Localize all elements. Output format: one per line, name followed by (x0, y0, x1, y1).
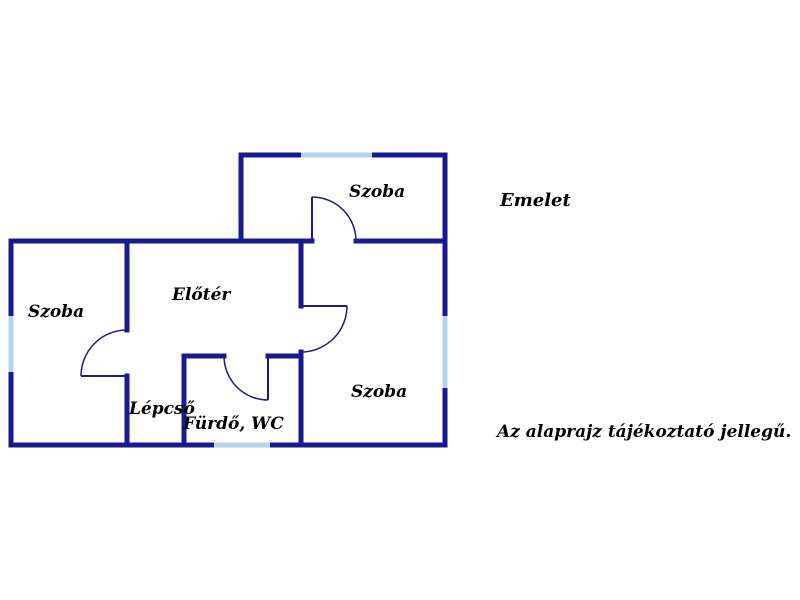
room-label-furdo: Fürdő, WC (182, 414, 284, 434)
doors (80, 196, 357, 401)
door-left-room-arc (80, 329, 128, 377)
room-label-szoba-top: Szoba (349, 182, 405, 202)
room-label-szoba-right: Szoba (351, 382, 407, 402)
disclaimer-note: Az alaprajz tájékoztató jellegű. (495, 422, 791, 442)
walls (8, 152, 448, 448)
windows (8, 152, 448, 448)
door-top-room-arc (311, 196, 357, 242)
room-label-lepcso: Lépcső (128, 399, 196, 419)
room-label-szoba-left: Szoba (28, 302, 84, 322)
room-labels: Szoba Előtér Szoba Szoba Lépcső Fürdő, W… (28, 182, 407, 434)
door-right-room-arc (300, 305, 348, 353)
room-label-eloter: Előtér (171, 285, 231, 305)
floor-label: Emelet (499, 190, 572, 211)
door-bath-arc (223, 355, 269, 401)
